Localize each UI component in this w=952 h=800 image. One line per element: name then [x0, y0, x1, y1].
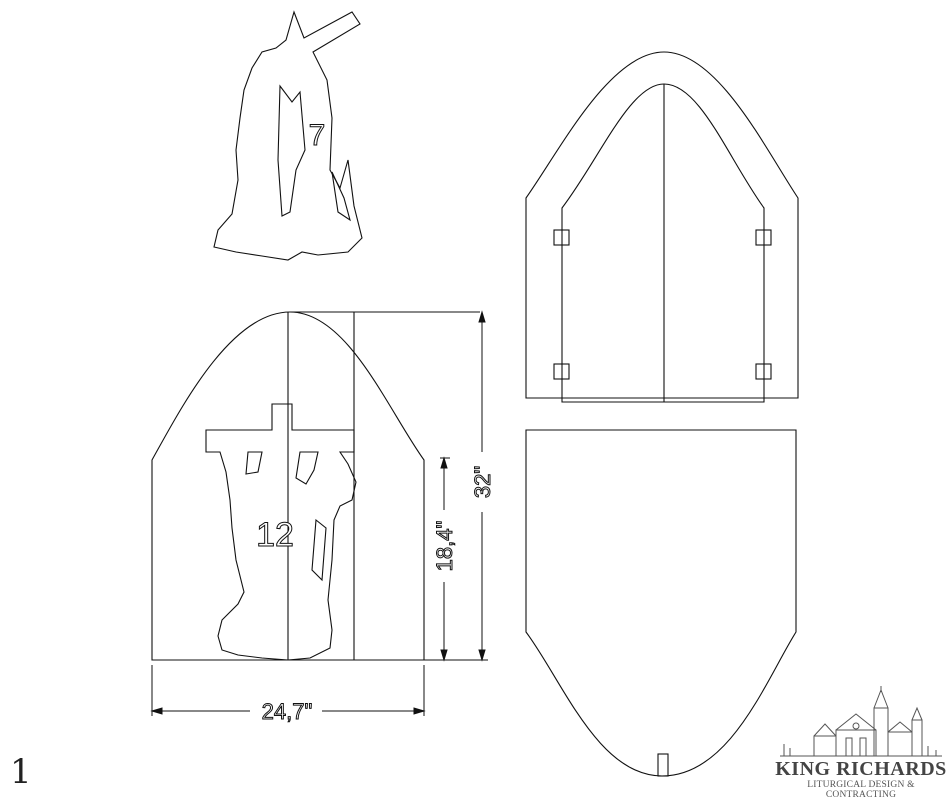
station-12-number: 12 [256, 516, 294, 554]
width-dimension-label: 24,7" [262, 699, 313, 724]
shield-panel [525, 429, 797, 777]
total-height-dimension-label: 32" [470, 466, 495, 498]
brand-tagline: LITURGICAL DESIGN & CONTRACTING [807, 780, 915, 800]
station-12-panel [151, 311, 480, 661]
church-icon [780, 686, 942, 757]
station-12-silhouette [205, 403, 357, 661]
station-7-number: 7 [309, 119, 326, 152]
brand-logo: KING RICHARDS LITURGICAL DESIGN & CONTRA… [774, 686, 948, 800]
dimension-lines [150, 310, 488, 716]
page-number: 1 [10, 752, 32, 792]
arched-door-frame [525, 51, 799, 403]
brand-name: KING RICHARDS [775, 758, 947, 780]
station-7-silhouette [213, 10, 363, 261]
lower-height-dimension-label: 18,4" [432, 521, 457, 572]
